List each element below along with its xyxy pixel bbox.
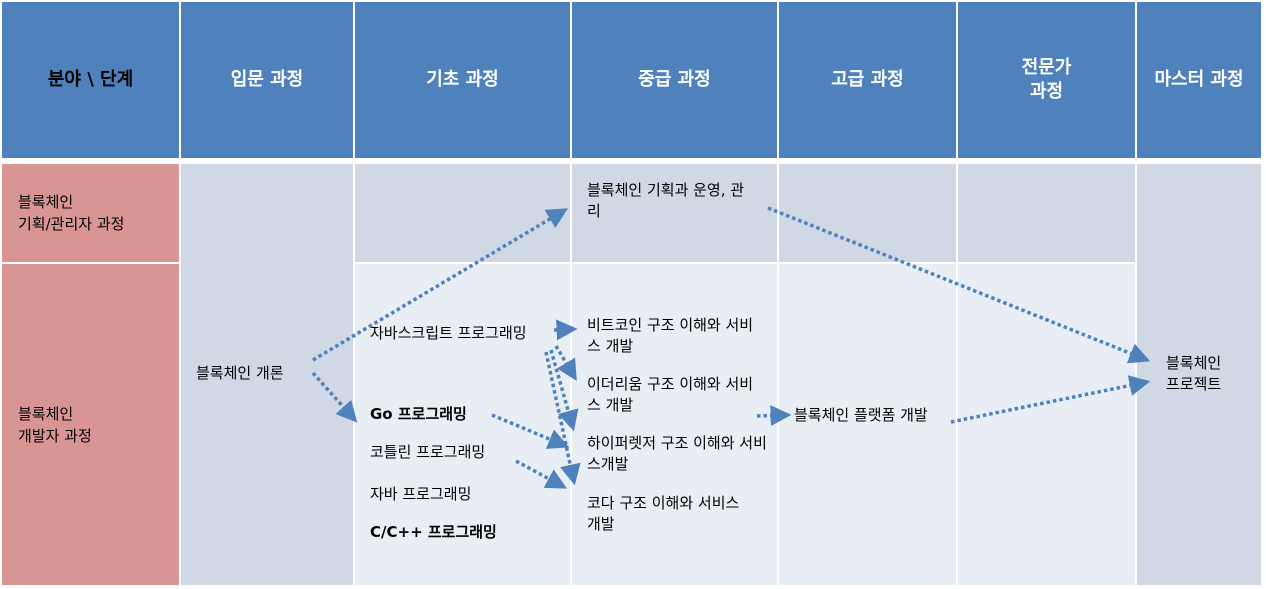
header-advanced: 고급 과정 (779, 2, 956, 158)
course-javascript: 자바스크립트 프로그래밍 (370, 324, 527, 342)
arrow (515, 459, 568, 489)
course-platform: 블록체인 플랫폼 개발 (794, 406, 928, 424)
header-label: 중급 과정 (638, 69, 711, 90)
header-label: 고급 과정 (831, 69, 904, 90)
arrow (554, 345, 577, 382)
header-label: 입문 과정 (230, 69, 304, 90)
arrow (549, 349, 579, 432)
course-project: 블록체인 프로젝트 (1166, 354, 1222, 393)
row-label-planning: 블록체인 기획/관리자 과정 (2, 164, 179, 262)
header-master: 마스터 과정 (1137, 2, 1261, 158)
header-expert: 전문가 과정 (958, 2, 1135, 158)
arrow (544, 351, 581, 486)
cell (779, 264, 956, 585)
cell-intro (181, 164, 353, 585)
course-go: Go 프로그래밍 (370, 405, 467, 423)
cell (355, 264, 570, 585)
course-planning: 블록체인 기획과 운영, 관리 (587, 181, 745, 220)
arrow (756, 405, 792, 427)
course-kotlin: 코틀린 프로그래밍 (370, 443, 486, 461)
cell (958, 164, 1135, 262)
header-label: 기초 과정 (426, 69, 499, 90)
row-label: 블록체인 기획/관리자 과정 (18, 193, 125, 233)
arrow (553, 319, 578, 341)
course-c-cpp: C/C++ 프로그래밍 (370, 523, 497, 541)
row-label: 블록체인 개발자 과정 (18, 404, 92, 445)
cell (572, 264, 777, 585)
header-basic: 기초 과정 (355, 2, 570, 158)
arrow (311, 371, 358, 423)
header-intro: 입문 과정 (181, 2, 353, 158)
cell (355, 164, 570, 262)
cell (779, 164, 956, 262)
course-bitcoin: 비트코인 구조 이해와 서비스 개발 (587, 316, 754, 355)
header-label: 전문가 과정 (1021, 57, 1072, 102)
arrow (312, 208, 569, 362)
cell (572, 164, 777, 262)
header-label: 마스터 과정 (1154, 69, 1244, 90)
arrow (950, 375, 1151, 424)
course-java: 자바 프로그래밍 (370, 485, 472, 503)
header-field-stage: 분야 \ 단계 (2, 2, 179, 158)
row-label-developer: 블록체인 개발자 과정 (2, 264, 179, 585)
course-intro: 블록체인 개론 (196, 364, 284, 382)
arrow (767, 206, 1151, 364)
cell-master (1137, 164, 1261, 585)
course-corda: 코다 구조 이해와 서비스 개발 (587, 494, 740, 533)
header-label: 분야 \ 단계 (47, 69, 134, 90)
course-ethereum: 이더리움 구조 이해와 서비스 개발 (587, 375, 754, 414)
arrow (491, 413, 570, 449)
course-hyperledger: 하이퍼렛저 구조 이해와 서비스개발 (587, 434, 767, 473)
header-intermediate: 중급 과정 (572, 2, 777, 158)
cell (958, 264, 1135, 585)
